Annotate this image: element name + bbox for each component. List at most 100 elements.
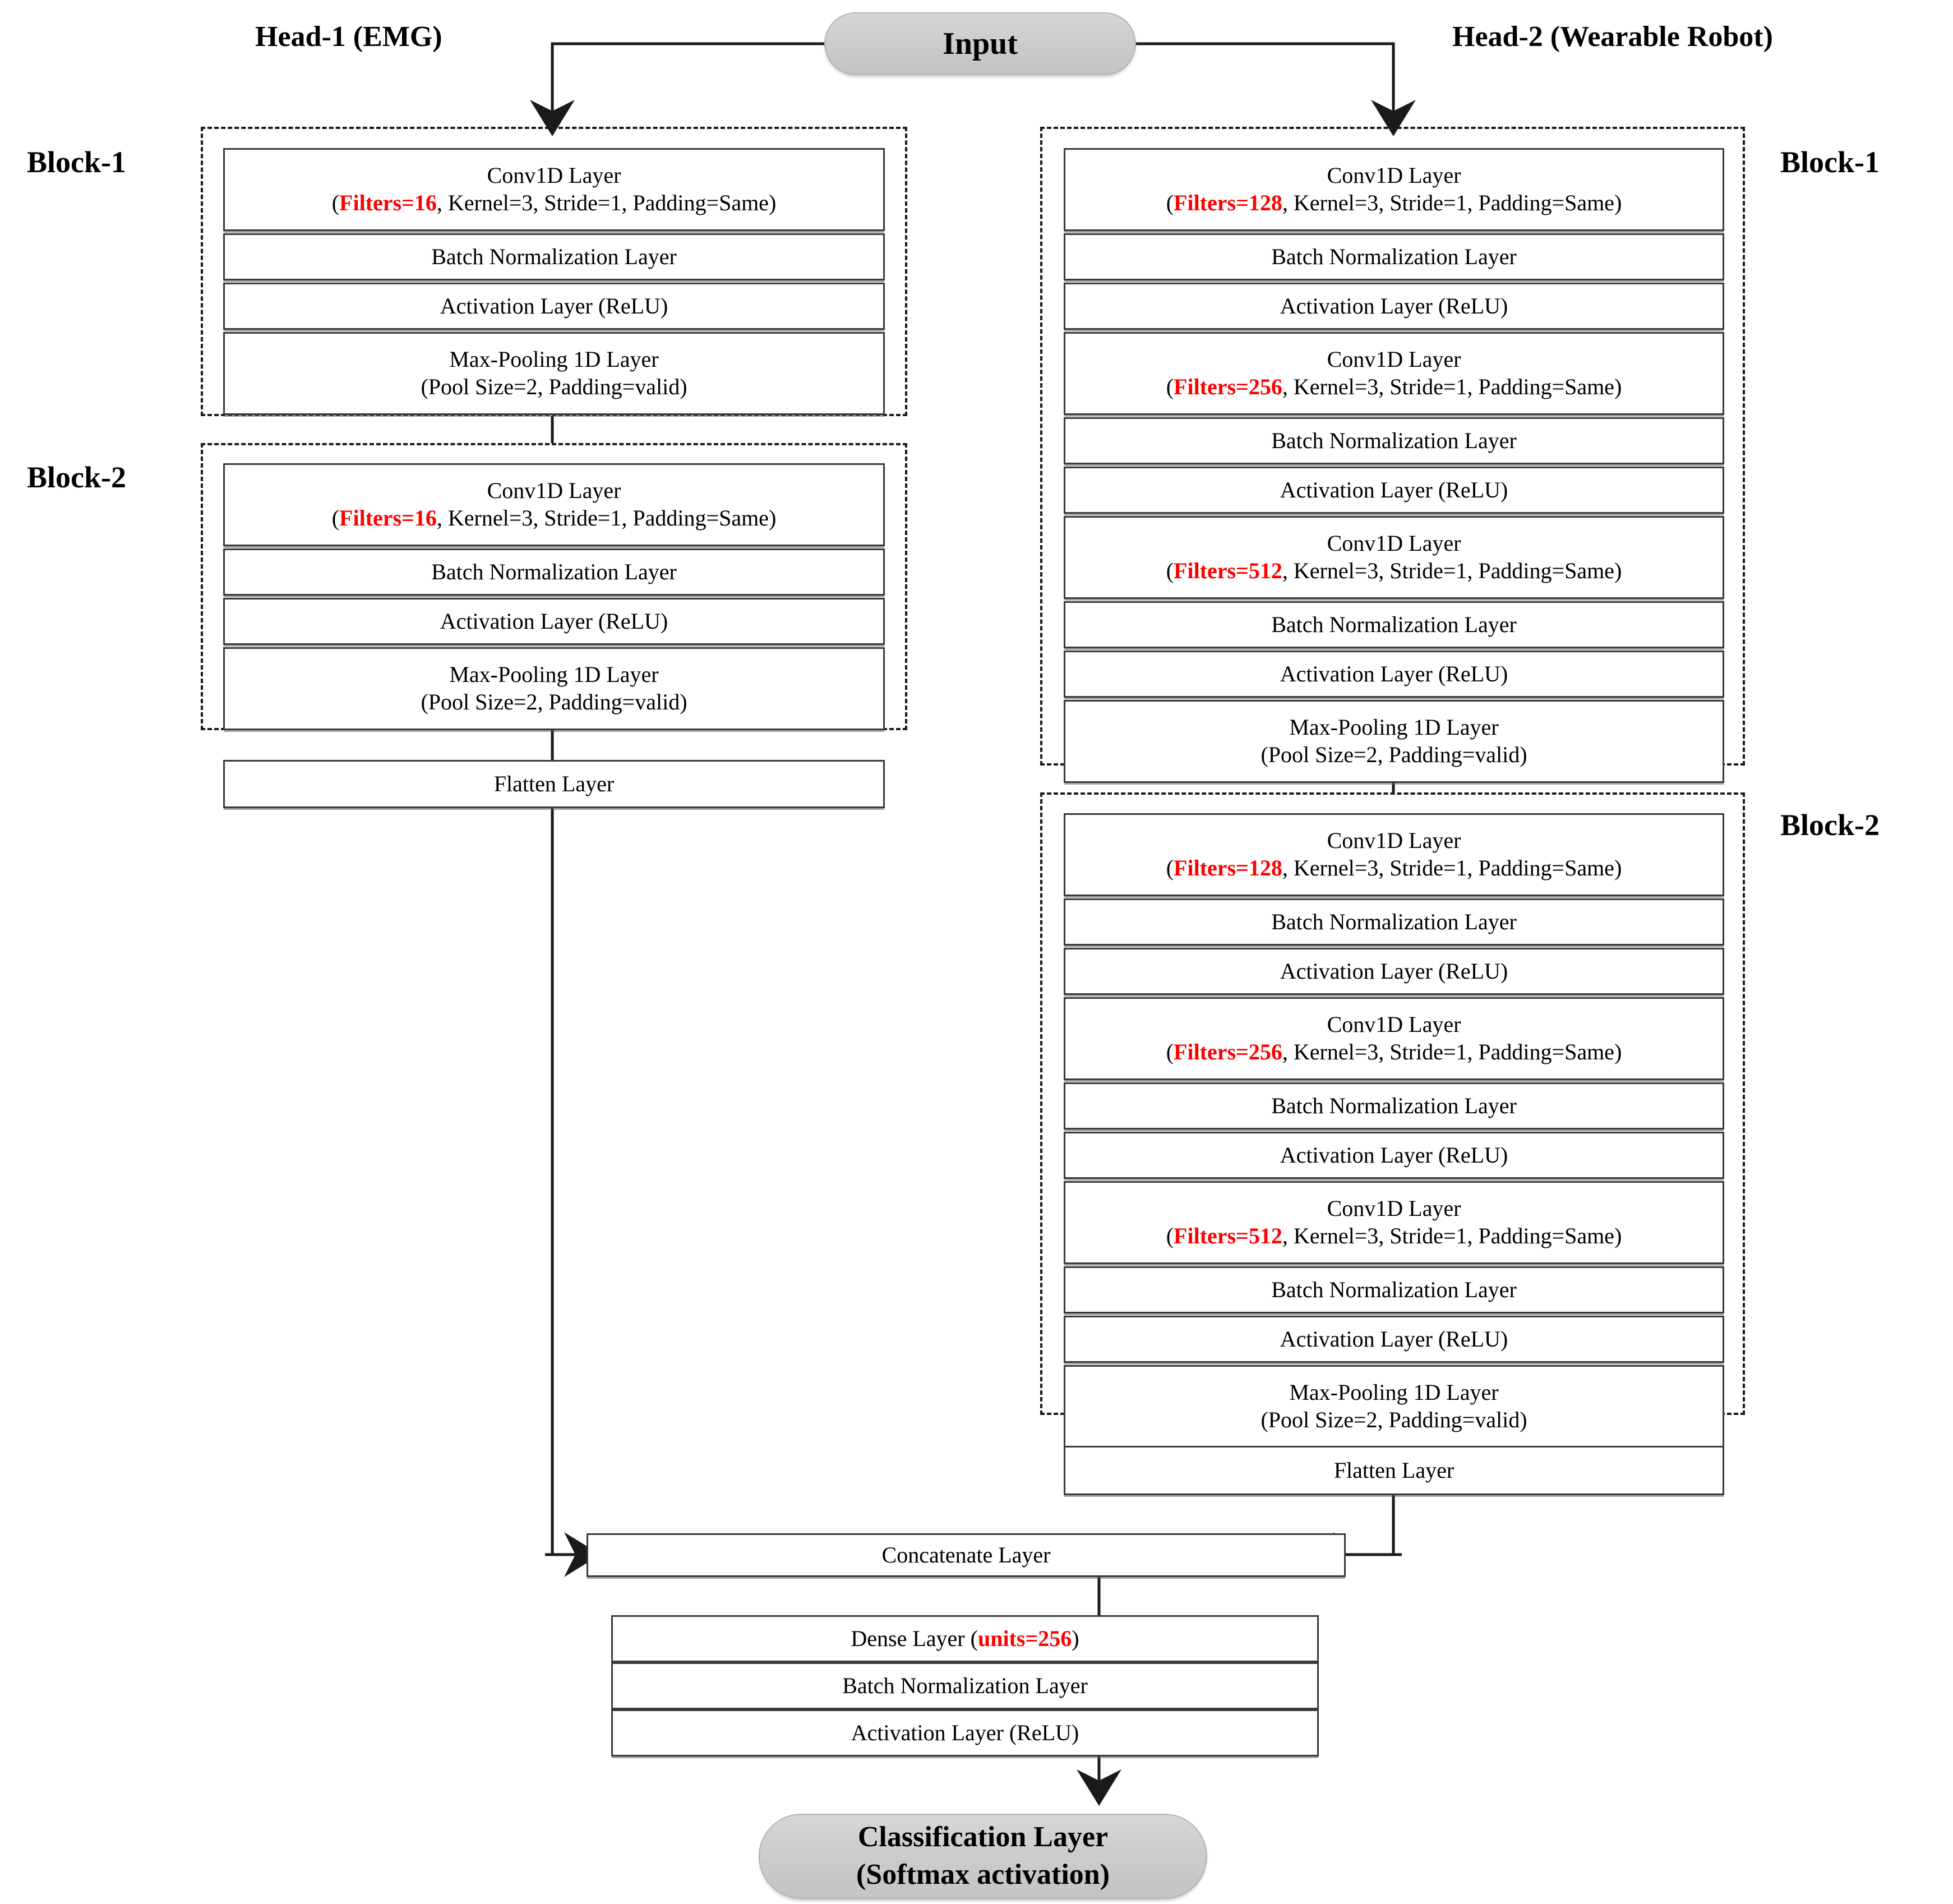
layer-title: Conv1D Layer [487,163,621,188]
edge-left-flatten-down [545,808,554,1556]
layer-title: Batch Normalization Layer [1271,243,1517,269]
layer-title: Flatten Layer [1333,1457,1455,1483]
right-b1-activation-2[interactable]: Activation Layer (ReLU) [1064,467,1724,514]
layer-title: Conv1D Layer [1327,828,1461,854]
layer-title: Batch Normalization Layer [1271,611,1517,637]
left-block1-label: Block-1 [27,145,127,179]
layer-params: (Filters=512, Kernel=3, Stride=1, Paddin… [1166,558,1622,583]
layer-params: (Filters=512, Kernel=3, Stride=1, Paddin… [1166,1223,1622,1248]
layer-title: Activation Layer (ReLU) [1280,661,1508,686]
layer-params: (Filters=16, Kernel=3, Stride=1, Padding… [331,190,777,215]
left-b1-maxpool[interactable]: Max-Pooling 1D Layer (Pool Size=2, Paddi… [223,332,885,415]
layer-title: Activation Layer (ReLU) [851,1719,1079,1745]
layer-title: Conv1D Layer [1327,1012,1461,1038]
layer-title: Activation Layer (ReLU) [1280,1326,1508,1352]
left-b1-conv1d[interactable]: Conv1D Layer (Filters=16, Kernel=3, Stri… [223,148,885,231]
layer-params: (Pool Size=2, Padding=valid) [421,689,687,714]
filters-value: Filters=512 [1174,1223,1282,1248]
layer-title: Activation Layer (ReLU) [1280,293,1508,319]
layer-title: Flatten Layer [493,771,615,796]
right-flatten[interactable]: Flatten Layer [1064,1446,1724,1495]
layer-title: Max-Pooling 1D Layer [449,347,659,372]
layer-title: Batch Normalization Layer [1271,909,1517,934]
edge-input-to-head1 [530,42,824,136]
filters-value: Filters=128 [1174,190,1282,215]
right-b2-conv1d-128[interactable]: Conv1D Layer (Filters=128, Kernel=3, Str… [1064,813,1724,896]
layer-title: Activation Layer (ReLU) [1280,958,1508,984]
right-b1-batchnorm-1[interactable]: Batch Normalization Layer [1064,233,1724,280]
layer-title: Conv1D Layer [1327,531,1461,556]
layer-params: (Pool Size=2, Padding=valid) [421,374,687,399]
edge-input-to-head2 [1133,42,1416,136]
left-flatten[interactable]: Flatten Layer [223,760,885,808]
concatenate-layer[interactable]: Concatenate Layer [587,1533,1346,1577]
tail-batchnorm[interactable]: Batch Normalization Layer [611,1662,1319,1709]
right-b2-activation-2[interactable]: Activation Layer (ReLU) [1064,1132,1724,1179]
layer-title: Batch Normalization Layer [431,243,677,269]
right-b2-activation-3[interactable]: Activation Layer (ReLU) [1064,1316,1724,1363]
layer-params: (Filters=256, Kernel=3, Stride=1, Paddin… [1166,1039,1622,1064]
filters-value: Filters=16 [339,190,437,215]
right-b1-maxpool[interactable]: Max-Pooling 1D Layer (Pool Size=2, Paddi… [1064,700,1724,783]
left-b2-conv1d[interactable]: Conv1D Layer (Filters=16, Kernel=3, Stri… [223,463,885,546]
layer-title: Batch Normalization Layer [1271,1092,1517,1118]
right-b1-conv1d-256[interactable]: Conv1D Layer (Filters=256, Kernel=3, Str… [1064,332,1724,415]
layer-params: (Filters=256, Kernel=3, Stride=1, Paddin… [1166,374,1622,399]
layer-title: Batch Normalization Layer [1271,427,1517,453]
layer-params: (Pool Size=2, Padding=valid) [1261,742,1527,767]
right-b1-conv1d-512[interactable]: Conv1D Layer (Filters=512, Kernel=3, Str… [1064,516,1724,599]
right-b1-batchnorm-2[interactable]: Batch Normalization Layer [1064,417,1724,464]
right-b2-batchnorm-2[interactable]: Batch Normalization Layer [1064,1082,1724,1130]
head2-label: Head-2 (Wearable Robot) [1452,21,1773,53]
filters-value: Filters=16 [339,505,437,531]
right-b1-conv1d-128[interactable]: Conv1D Layer (Filters=128, Kernel=3, Str… [1064,148,1724,231]
dense-layer[interactable]: Dense Layer (units=256) [611,1615,1319,1662]
layer-title: Max-Pooling 1D Layer [1289,1380,1499,1405]
layer-title: Conv1D Layer [1327,1196,1461,1221]
layer-params: (Pool Size=2, Padding=valid) [1261,1407,1527,1432]
layer-title: Activation Layer (ReLU) [440,608,668,634]
left-b1-batchnorm[interactable]: Batch Normalization Layer [223,233,885,280]
layer-title: Batch Normalization Layer [842,1672,1088,1698]
edge-right-flatten-down [1392,1495,1402,1556]
layer-params: (Filters=128, Kernel=3, Stride=1, Paddin… [1166,190,1622,215]
left-b2-activation[interactable]: Activation Layer (ReLU) [223,598,885,645]
layer-params: (Filters=128, Kernel=3, Stride=1, Paddin… [1166,855,1622,880]
right-b2-maxpool[interactable]: Max-Pooling 1D Layer (Pool Size=2, Paddi… [1064,1365,1724,1448]
dense-units-value: units=256 [977,1625,1072,1651]
layer-title: Activation Layer (ReLU) [1280,1142,1508,1168]
left-b2-maxpool[interactable]: Max-Pooling 1D Layer (Pool Size=2, Paddi… [223,647,885,730]
layer-title: Activation Layer (ReLU) [440,293,668,319]
layer-title: Conv1D Layer [1327,347,1461,372]
left-b1-activation[interactable]: Activation Layer (ReLU) [223,283,885,330]
filters-value: Filters=512 [1174,558,1282,583]
left-block1-group [201,127,907,416]
input-label: Input [943,26,1018,61]
layer-title: Conv1D Layer [1327,163,1461,188]
classification-node[interactable]: Classification Layer (Softmax activation… [759,1814,1207,1899]
right-b1-activation-3[interactable]: Activation Layer (ReLU) [1064,651,1724,698]
right-b2-activation-1[interactable]: Activation Layer (ReLU) [1064,948,1724,995]
right-b2-batchnorm-1[interactable]: Batch Normalization Layer [1064,898,1724,946]
layer-title: Concatenate Layer [881,1542,1051,1568]
right-b1-activation-1[interactable]: Activation Layer (ReLU) [1064,283,1724,330]
right-block1-label: Block-1 [1780,145,1880,179]
left-block2-label: Block-2 [27,460,127,494]
tail-activation[interactable]: Activation Layer (ReLU) [611,1709,1319,1757]
classification-title: Classification Layer [857,1821,1109,1854]
layer-params: (Filters=16, Kernel=3, Stride=1, Padding… [331,505,777,531]
layer-title: Dense Layer (units=256) [851,1625,1079,1651]
right-b2-conv1d-512[interactable]: Conv1D Layer (Filters=512, Kernel=3, Str… [1064,1181,1724,1264]
left-b2-batchnorm[interactable]: Batch Normalization Layer [223,548,885,596]
layer-title: Activation Layer (ReLU) [1280,477,1508,502]
right-b2-batchnorm-3[interactable]: Batch Normalization Layer [1064,1266,1724,1313]
right-b2-conv1d-256[interactable]: Conv1D Layer (Filters=256, Kernel=3, Str… [1064,997,1724,1080]
right-block2-label: Block-2 [1780,808,1880,842]
filters-value: Filters=128 [1174,855,1282,880]
filters-value: Filters=256 [1174,1039,1282,1064]
layer-title: Batch Normalization Layer [1271,1276,1517,1302]
layer-title: Max-Pooling 1D Layer [1289,714,1499,740]
input-node[interactable]: Input [824,12,1136,75]
right-b1-batchnorm-3[interactable]: Batch Normalization Layer [1064,601,1724,648]
